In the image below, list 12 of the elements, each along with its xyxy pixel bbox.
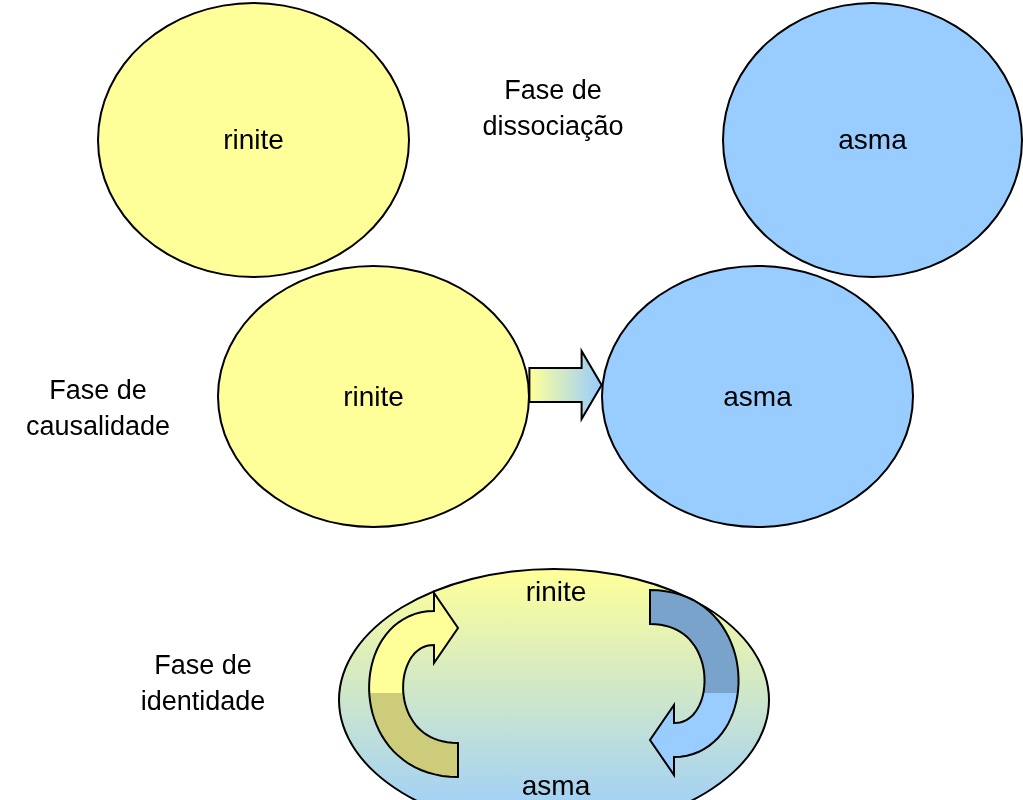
node-label: rinite	[343, 380, 404, 413]
block-arrow	[528, 347, 603, 423]
phase-label: Fase de causalidade	[24, 374, 172, 443]
phase-label: Fase de dissociação	[481, 74, 625, 143]
node-label: rinite	[525, 576, 587, 608]
node-label: asma	[723, 380, 792, 413]
node-label: asma	[521, 770, 591, 800]
node-label: rinite	[223, 124, 284, 156]
curved-block-arrow	[368, 589, 460, 779]
phase-label: Fase de identidade	[139, 649, 267, 718]
curved-block-arrow	[648, 588, 740, 779]
node-label: asma	[838, 124, 907, 156]
